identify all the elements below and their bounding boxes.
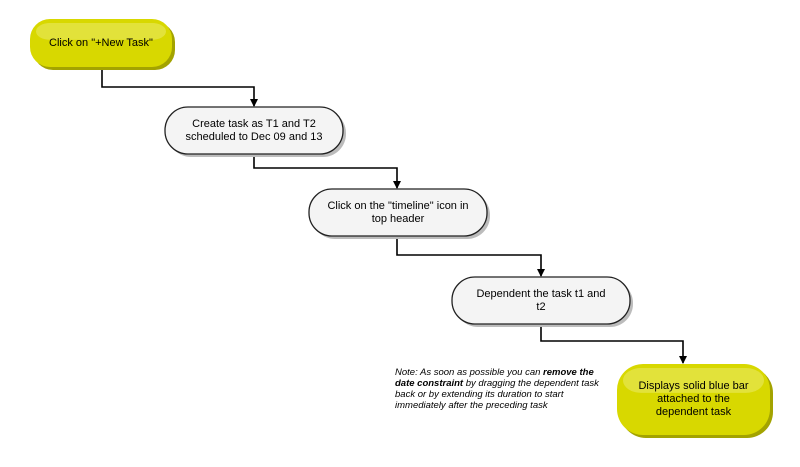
- start-node-shape: [30, 19, 172, 67]
- connector-timeline-icon-to-dependent: [396, 236, 545, 277]
- start-node: [30, 19, 175, 70]
- dependent-node-shape: [451, 276, 631, 325]
- note-prefix: Note: As soon as possible you can: [395, 367, 544, 378]
- end-node-shape: [617, 364, 770, 435]
- dependent-label: Dependent the task t1 and t2: [476, 287, 606, 313]
- timeline-icon-node-shape: [308, 188, 488, 237]
- timeline-icon-node: [308, 188, 490, 239]
- create-task-node-shape: [164, 106, 344, 155]
- start-node-highlight: [36, 23, 166, 40]
- connector-dependent-to-end: [540, 324, 687, 364]
- end-node: [617, 364, 773, 438]
- end-label: Displays solid blue bar attached to the …: [638, 380, 749, 418]
- start-label: Click on "+New Task": [49, 36, 153, 49]
- end-node-highlight: [623, 368, 764, 393]
- create-task-node: [164, 106, 346, 157]
- note-text: Note: As soon as possible you can remove…: [395, 367, 610, 411]
- connector-start-to-create-task: [101, 67, 258, 107]
- create-task-label: Create task as T1 and T2 scheduled to De…: [185, 117, 323, 143]
- note-bold: remove the date constraint: [395, 367, 594, 389]
- connectors: [101, 67, 687, 364]
- connector-create-task-to-timeline-icon: [253, 154, 401, 189]
- nodes: [30, 19, 773, 438]
- dependent-node: [451, 276, 633, 327]
- note-suffix: by dragging the dependent task back or b…: [395, 378, 599, 411]
- timeline-icon-label: Click on the "timeline" icon in top head…: [327, 199, 469, 225]
